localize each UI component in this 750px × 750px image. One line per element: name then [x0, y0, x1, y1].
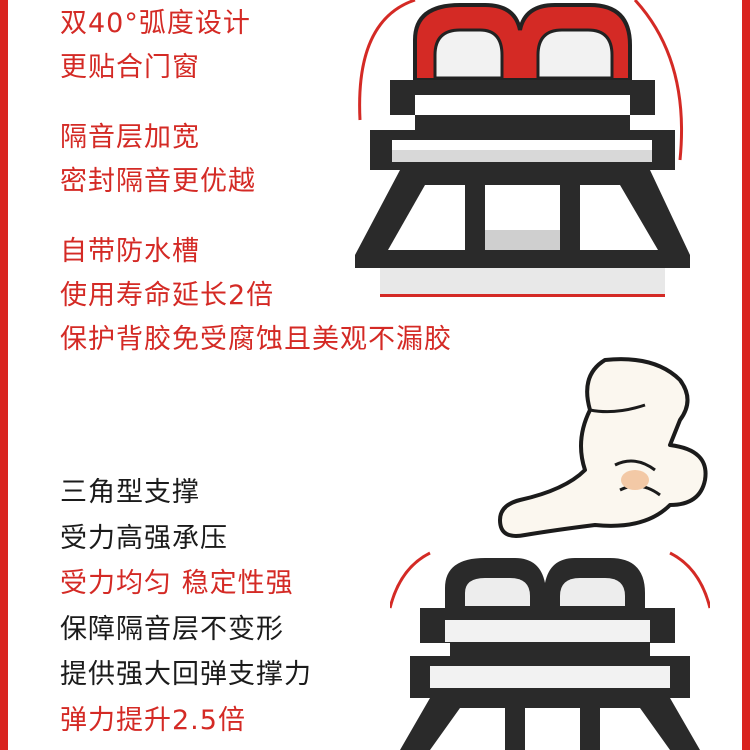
feature-line: 三角型支撑	[60, 477, 200, 508]
feature-line: 自带防水槽	[60, 236, 200, 267]
feature-line: 保护背胶免受腐蚀且美观不漏胶	[60, 324, 452, 355]
feature-line: 使用寿命延长2倍	[60, 280, 275, 311]
feature-line: 更贴合门窗	[60, 52, 200, 83]
profile-outline-sketch	[390, 551, 710, 609]
profile-outline-sketch	[358, 0, 684, 161]
feature-line: 提供强大回弹支撑力	[60, 659, 312, 690]
feature-line: 双40°弧度设计	[60, 8, 251, 39]
seal-profile-bottom-illustration	[390, 551, 710, 750]
seal-profile-top-illustration	[355, 0, 690, 297]
left-red-border	[0, 0, 8, 750]
feature-soundproof-layer: 隔音层加宽 密封隔音更优越	[60, 116, 256, 204]
feature-triangle-support: 三角型支撑 受力高强承压 受力均匀 稳定性强 保障隔音层不变形 提供强大回弹支撑…	[60, 470, 312, 743]
pointing-hand-icon	[498, 357, 708, 538]
profile-shadow	[380, 268, 665, 296]
feature-waterproof-groove: 自带防水槽 使用寿命延长2倍 保护背胶免受腐蚀且美观不漏胶	[60, 230, 452, 362]
feature-line: 密封隔音更优越	[60, 166, 256, 197]
feature-arc-design: 双40°弧度设计 更贴合门窗	[60, 2, 251, 90]
feature-line: 受力高强承压	[60, 522, 228, 554]
feature-line: 弹力提升2.5倍	[60, 704, 246, 736]
feature-line: 受力均匀 稳定性强	[60, 568, 294, 599]
profile-base-line	[380, 294, 665, 297]
feature-line: 隔音层加宽	[60, 122, 200, 153]
feature-line: 保障隔音层不变形	[60, 613, 284, 645]
right-red-border	[742, 0, 750, 750]
